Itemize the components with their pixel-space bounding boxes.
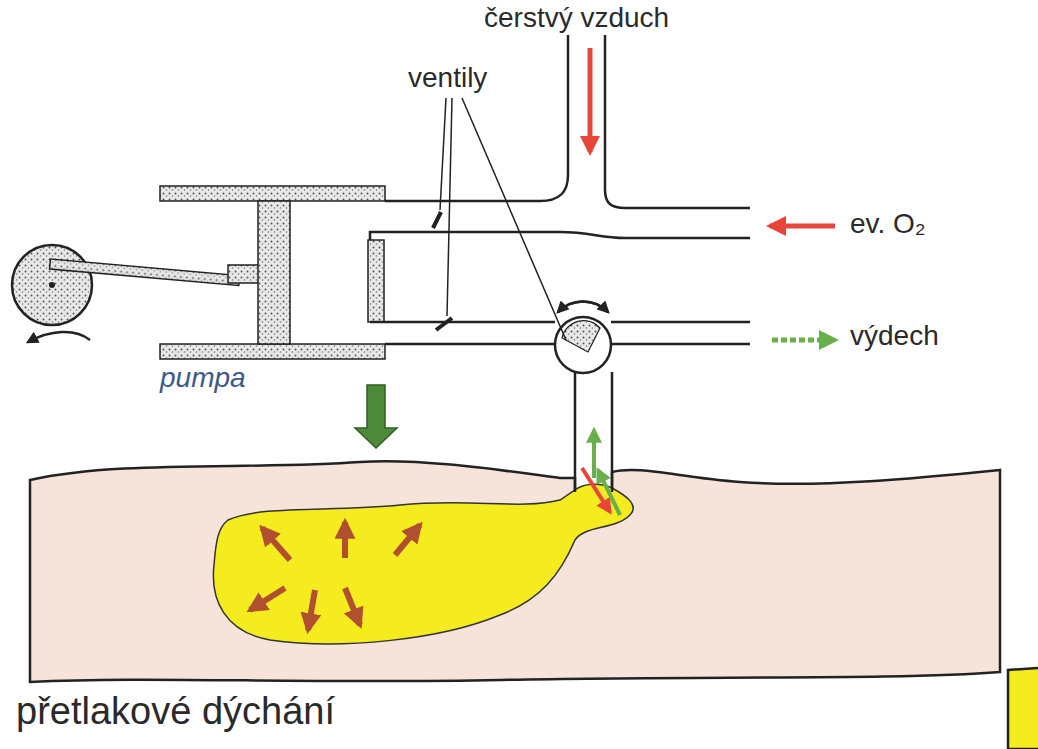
leader-lines (440, 98, 566, 340)
cylinder-wall (160, 344, 385, 359)
flywheel (12, 245, 92, 325)
flap-valve (436, 318, 452, 330)
patient-body (30, 461, 1000, 682)
pipes (370, 35, 750, 492)
neighbour-figure (1008, 668, 1038, 749)
exhale-arrow (772, 338, 835, 343)
connecting-rod (50, 259, 240, 286)
valve-label: ventily (408, 62, 487, 94)
pump-label: pumpa (160, 362, 246, 394)
inflow-arrow (588, 48, 593, 152)
flap-valve (433, 212, 441, 228)
piston-rod (228, 265, 260, 283)
pressure-arrow (355, 385, 397, 448)
oxygen-label: ev. O₂ (850, 208, 926, 240)
caption-text: přetlakové dýchání (16, 690, 335, 734)
rotary-valve (555, 317, 611, 373)
inlet-label: čerstvý vzduch (484, 2, 669, 34)
exhale-label: výdech (850, 320, 939, 352)
piston (258, 201, 290, 344)
cylinder-wall (160, 186, 385, 201)
lungs (213, 484, 633, 644)
lung-expansion-arrows (250, 522, 420, 630)
cylinder-head (368, 240, 384, 322)
oxygen-arrow (770, 224, 835, 229)
